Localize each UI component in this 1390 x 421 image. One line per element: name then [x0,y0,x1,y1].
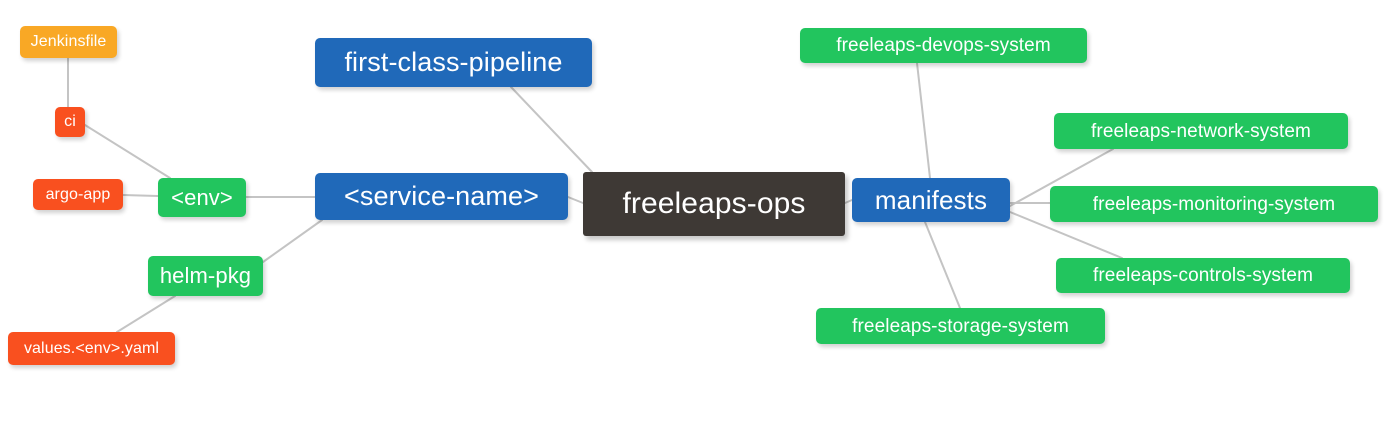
mindmap-node-freeleaps-ops[interactable]: freeleaps-ops [583,172,845,236]
mindmap-node-helm-pkg[interactable]: helm-pkg [148,256,263,296]
mindmap-node-freeleaps-controls-system[interactable]: freeleaps-controls-system [1056,258,1350,293]
mindmap-node-freeleaps-devops-system[interactable]: freeleaps-devops-system [800,28,1087,63]
mindmap-node-freeleaps-network-system[interactable]: freeleaps-network-system [1054,113,1348,149]
mindmap-node-env[interactable]: <env> [158,178,246,217]
mindmap-node-manifests[interactable]: manifests [852,178,1010,222]
mindmap-node-freeleaps-storage-system[interactable]: freeleaps-storage-system [816,308,1105,344]
mindmap-node-argo-app[interactable]: argo-app [33,179,123,210]
mindmap-node-freeleaps-monitoring-system[interactable]: freeleaps-monitoring-system [1050,186,1378,222]
mindmap-node-service-name[interactable]: <service-name> [315,173,568,220]
mindmap-node-ci[interactable]: ci [55,107,85,137]
mindmap-node-jenkinsfile[interactable]: Jenkinsfile [20,26,117,58]
mindmap-node-first-class-pipeline[interactable]: first-class-pipeline [315,38,592,87]
mindmap-node-values-env-yaml[interactable]: values.<env>.yaml [8,332,175,365]
